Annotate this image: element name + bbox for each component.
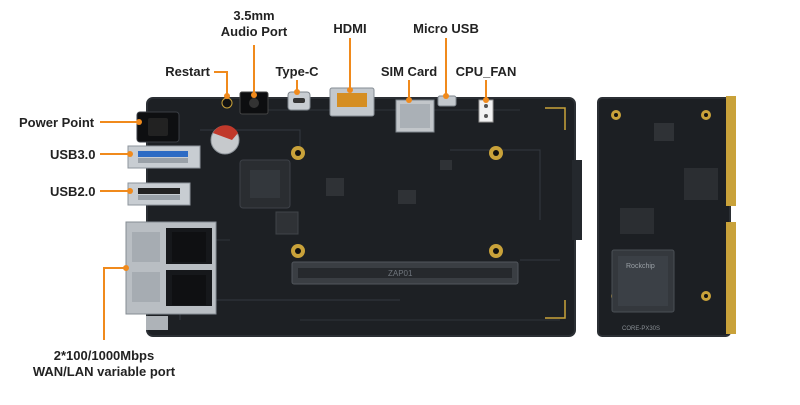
callout-dots [123, 87, 489, 271]
mounting-holes [291, 146, 503, 258]
audio-port-label: 3.5mm Audio Port [214, 8, 294, 40]
ethernet-label-line2: WAN/LAN variable port [32, 364, 176, 379]
top-left-connectors [221, 91, 311, 115]
slot-print: ZAP01 [388, 269, 413, 278]
sim-slot [395, 99, 435, 133]
ethernet-label: 2*100/1000Mbps WAN/LAN variable port [14, 348, 194, 380]
power-jack [136, 111, 180, 143]
ethernet-label-line1: 2*100/1000Mbps [53, 348, 155, 363]
micro-usb-label: Micro USB [413, 21, 479, 36]
usb3-label: USB3.0 [50, 147, 96, 162]
hdmi-label: HDMI [333, 21, 367, 36]
audio-port-label-line2: Audio Port [220, 24, 288, 39]
sim-card-label: SIM Card [380, 64, 438, 79]
module-slot [291, 261, 519, 285]
power-point-label: Power Point [19, 115, 95, 130]
restart-label: Restart [165, 64, 210, 79]
hdmi-connector [329, 87, 375, 117]
board-chips [239, 159, 452, 235]
usb2-label: USB2.0 [50, 184, 96, 199]
fan-header [478, 99, 494, 123]
usb3-connector [127, 145, 201, 169]
audio-port-label-line1: 3.5mm [233, 8, 275, 23]
capacitor [210, 125, 240, 155]
side-slots [172, 232, 206, 305]
module-chip-print: Rockchip [626, 263, 655, 270]
module-print: CORE-PX30S [622, 326, 660, 332]
usb2-connector [127, 182, 191, 206]
core-module [597, 96, 736, 337]
type-c-label: Type-C [275, 64, 319, 79]
callout-lines [100, 38, 487, 340]
cpu-fan-label: CPU_FAN [455, 64, 517, 79]
